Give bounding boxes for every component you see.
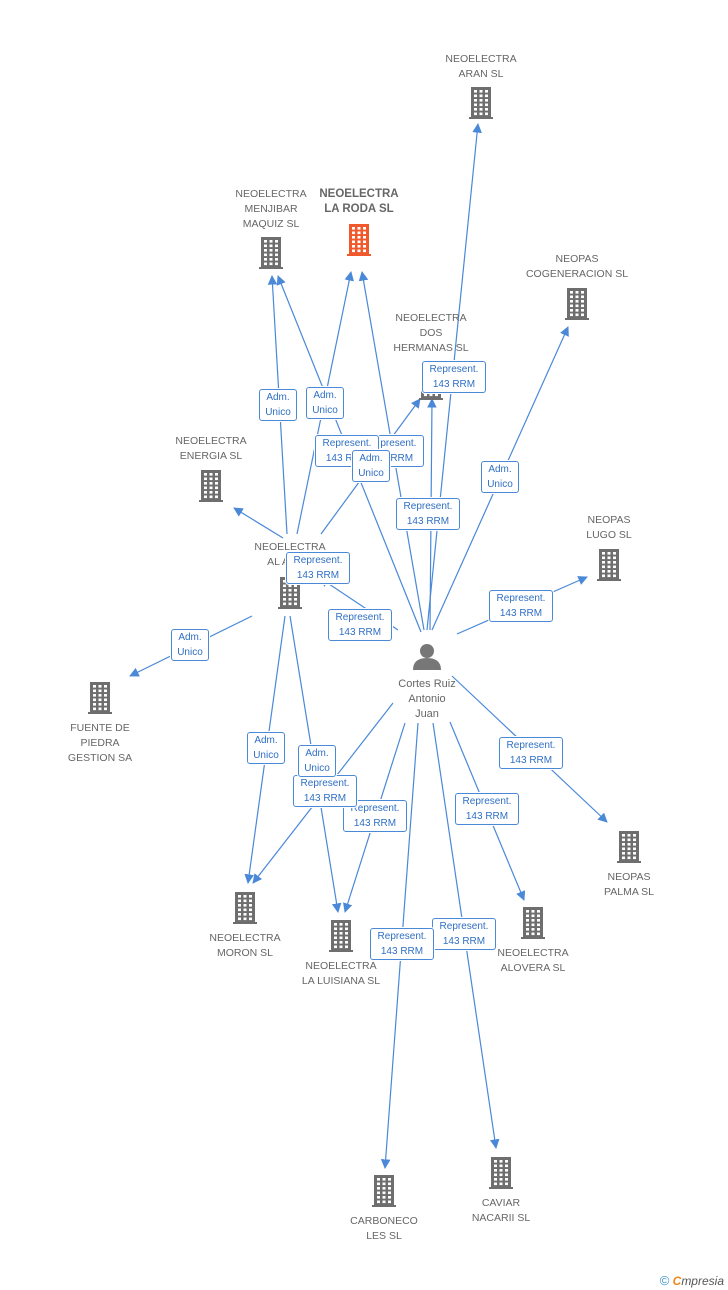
node-label-aran[interactable]: NEOELECTRA ARAN SL bbox=[445, 53, 517, 80]
brand-watermark: © Cmpresia bbox=[660, 1273, 724, 1288]
node-label-moron[interactable]: NEOELECTRA MORON SL bbox=[209, 932, 281, 959]
edge-label-person-to-luisiana: Represent. 143 RRM bbox=[343, 800, 407, 832]
edge-label-person-to-aran: Represent. 143 RRM bbox=[422, 361, 486, 393]
edge-label-alandalus-to-fuente: Adm. Unico bbox=[171, 629, 209, 661]
building-icon-energia bbox=[199, 470, 223, 502]
building-icon-cogeneracion bbox=[565, 288, 589, 320]
edge-label-person-to-palma: Represent. 143 RRM bbox=[499, 737, 563, 769]
edge-label-person-to-moron: Represent. 143 RRM bbox=[293, 775, 357, 807]
edge-label-alandalus-to-luisiana: Adm. Unico bbox=[298, 745, 336, 777]
building-icon-aran bbox=[469, 87, 493, 119]
building-icon-palma bbox=[617, 831, 641, 863]
building-icon-caviar bbox=[489, 1157, 513, 1189]
building-icon-fuente bbox=[88, 682, 112, 714]
building-icon-luisiana bbox=[329, 920, 353, 952]
node-label-menjibar[interactable]: NEOELECTRA MENJIBAR MAQUIZ SL bbox=[235, 188, 307, 230]
icons-layer bbox=[88, 87, 641, 1207]
node-label-doshermanas[interactable]: NEOELECTRA DOS HERMANAS SL bbox=[393, 312, 469, 354]
edge-label-person-to-alandalus: Represent. 143 RRM bbox=[328, 609, 392, 641]
edge-label-person-to-caviar: Represent. 143 RRM bbox=[432, 918, 496, 950]
edge-label-alandalus-to-moron: Adm. Unico bbox=[247, 732, 285, 764]
building-icon-moron bbox=[233, 892, 257, 924]
edge-label-person-to-alovera: Represent. 143 RRM bbox=[455, 793, 519, 825]
edge-label-person-to-carboneco: Represent. 143 RRM bbox=[370, 928, 434, 960]
node-label-palma[interactable]: NEOPAS PALMA SL bbox=[604, 871, 654, 898]
building-icon-menjibar bbox=[259, 237, 283, 269]
edge-label-person-to-cogeneracion: Adm. Unico bbox=[481, 461, 519, 493]
edge-label-alandalus-to-roda: Adm. Unico bbox=[306, 387, 344, 419]
node-label-cogeneracion[interactable]: NEOPAS COGENERACION SL bbox=[525, 253, 629, 280]
brand-logo-initial: C bbox=[672, 1274, 682, 1288]
building-icon-carboneco bbox=[372, 1175, 396, 1207]
node-label-roda[interactable]: NEOELECTRA LA RODA SL bbox=[319, 188, 399, 215]
copyright-symbol: © bbox=[659, 1273, 670, 1288]
node-label-lugo[interactable]: NEOPAS LUGO SL bbox=[586, 514, 632, 541]
edge-label-person-to-doshermanas: Represent. 143 RRM bbox=[396, 498, 460, 530]
edge-label-person-to-lugo: Represent. 143 RRM bbox=[489, 590, 553, 622]
building-icon-alandalus bbox=[278, 577, 302, 609]
brand-logo-text: mpresia bbox=[681, 1274, 724, 1288]
edge-alandalus-to-energia bbox=[233, 507, 284, 539]
node-label-caviar[interactable]: CAVIAR NACARII SL bbox=[471, 1197, 531, 1224]
node-label-person[interactable]: Cortes Ruiz Antonio Juan bbox=[398, 678, 456, 720]
building-icon-lugo bbox=[597, 549, 621, 581]
building-icon-alovera bbox=[521, 907, 545, 939]
edge-label-alandalus-to-energia: Represent. 143 RRM bbox=[286, 552, 350, 584]
node-label-luisiana[interactable]: NEOELECTRA LA LUISIANA SL bbox=[301, 960, 381, 987]
node-label-energia[interactable]: NEOELECTRA ENERGIA SL bbox=[175, 435, 247, 462]
person-icon bbox=[413, 644, 441, 670]
building-icon-roda bbox=[347, 224, 371, 256]
edge-label-alandalus-to-doshermanas: Adm. Unico bbox=[352, 450, 390, 482]
edge-label-alandalus-to-menjibar: Adm. Unico bbox=[259, 389, 297, 421]
node-label-alovera[interactable]: NEOELECTRA ALOVERA SL bbox=[497, 947, 569, 974]
node-label-carboneco[interactable]: CARBONECO LES SL bbox=[350, 1215, 418, 1242]
node-label-fuente[interactable]: FUENTE DE PIEDRA GESTION SA bbox=[67, 722, 133, 764]
